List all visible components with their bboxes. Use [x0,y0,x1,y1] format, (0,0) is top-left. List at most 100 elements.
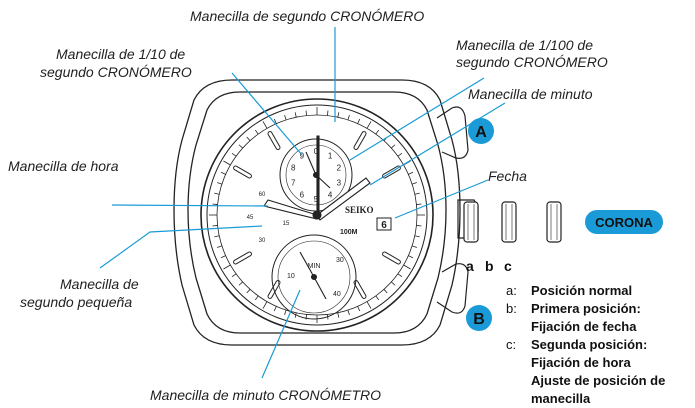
minute-tick [223,160,231,166]
small-seconds-scale: 60 45 30 15 [247,192,290,244]
label-minute-chrono: Manecilla de minuto CRONÓMETRO [150,387,382,403]
leader-hundredth [349,77,485,161]
pusher-a[interactable] [436,106,469,159]
minute-tick [347,115,350,121]
minute-tick [383,289,388,294]
subdial-top-num: 5 [314,195,319,204]
button-a-badge: A [468,118,494,144]
watch-case [173,79,461,346]
minute-tick [337,312,340,318]
minute-tick [238,144,243,149]
minute-tick [223,264,231,270]
minute-tick [220,171,226,175]
label-hundredth-chrono-1: Manecilla de 1/100 de [456,37,593,53]
crown-position-a [463,201,479,243]
hour-index-fill [354,281,366,298]
subdial-min-label: MIN [308,263,321,270]
minute-tick [273,118,277,124]
label-date: Fecha [488,168,527,184]
minute-tick [212,203,218,205]
leader-lines [99,27,506,379]
crown-position-b [501,201,517,243]
svg-text:CORONA: CORONA [595,215,653,230]
subdial-top-num: 1 [328,152,333,161]
leader-minute [369,102,506,186]
minute-tick [416,225,422,227]
svg-text:B: B [473,311,485,328]
leader-date [394,179,489,219]
crown-legend: a: Posición normal b: Primera posición: … [506,282,665,408]
leader-small-second [99,225,263,269]
subdial-bottom-num: 10 [287,273,295,280]
subdial-top-num: 4 [328,190,333,199]
minute-tick [294,112,297,118]
label-hundredth-chrono-2: segundo CRONÓMERO [456,54,608,70]
minute-tick [397,273,403,278]
minute-tick [284,115,287,121]
hour-index-fill [354,132,366,149]
minute-tick [357,306,361,312]
minute-tick [231,152,237,157]
minute-chrono-hand [299,251,327,300]
subdial-top-num: 3 [337,178,342,187]
minute-tick [357,118,361,124]
minute-tick [284,309,287,315]
minute-tick [214,192,220,195]
minute-tick [408,255,414,259]
minute-tick [305,110,307,116]
corona-badge: CORONA [585,210,663,234]
legend-sub-b: Fijación de fecha [531,319,637,334]
minute-tick [231,273,237,278]
minute-tick [391,144,396,149]
legend-row-c: c: Segunda posición: [506,336,665,354]
subdial-top-num: 9 [300,152,305,161]
minute-tick [397,152,403,157]
small-seconds-num: 30 [259,238,266,244]
subdial-bottom-num: 40 [333,291,341,298]
label-hour-hand: Manecilla de hora [8,158,119,174]
label-small-second-1: Manecilla de [60,276,139,292]
legend-key-c: c: [506,337,517,352]
minute-tick [403,264,411,270]
small-seconds-num: 15 [283,221,290,227]
label-seconds-chrono: Manecilla de segundo CRONÓMERO [190,8,425,24]
minute-tick [214,235,220,238]
small-seconds-num: 60 [259,192,266,198]
legend-text-b: Primera posición: [531,301,641,316]
label-tenth-chrono-1: Manecilla de 1/10 de [56,46,186,62]
minute-track [209,107,425,323]
tenth-hand [305,151,331,189]
label-tenth-chrono-2: segundo CRONÓMERO [40,64,192,80]
leader-minute-chrono [261,289,301,379]
minute-tick [375,129,380,135]
minute-tick [327,110,329,116]
subdial-top-num: 0 [314,147,319,156]
legend-key-b: b: [506,301,517,316]
crown-pos-letter-b: b [485,258,494,274]
label-minute-hand: Manecilla de minuto [468,86,593,102]
minute-tick [273,306,277,312]
legend-key-a: a: [506,283,517,298]
date-value: 6 [381,220,387,231]
hour-index-fill [383,252,400,264]
minute-tick [391,281,396,286]
brand-logo: SEIKO [345,205,374,215]
minute-tick [254,295,259,301]
crown-pos-letter-a: a [466,258,474,274]
pusher-b[interactable] [436,263,469,314]
minute-tick [411,245,417,248]
date-window [376,217,392,231]
subdial-bottom-num: 30 [336,257,344,264]
minute-tick [254,129,259,135]
minute-tick [262,121,268,129]
minute-tick [408,171,414,175]
crown-position-c [546,201,562,243]
legend-sub-c2: Ajuste de posición de [531,373,666,388]
minute-tick [212,225,218,227]
small-seconds-num: 45 [247,215,254,221]
legend-row-b: b: Primera posición: [506,300,665,318]
minute-tick [416,203,422,205]
leader-hour [111,204,269,207]
